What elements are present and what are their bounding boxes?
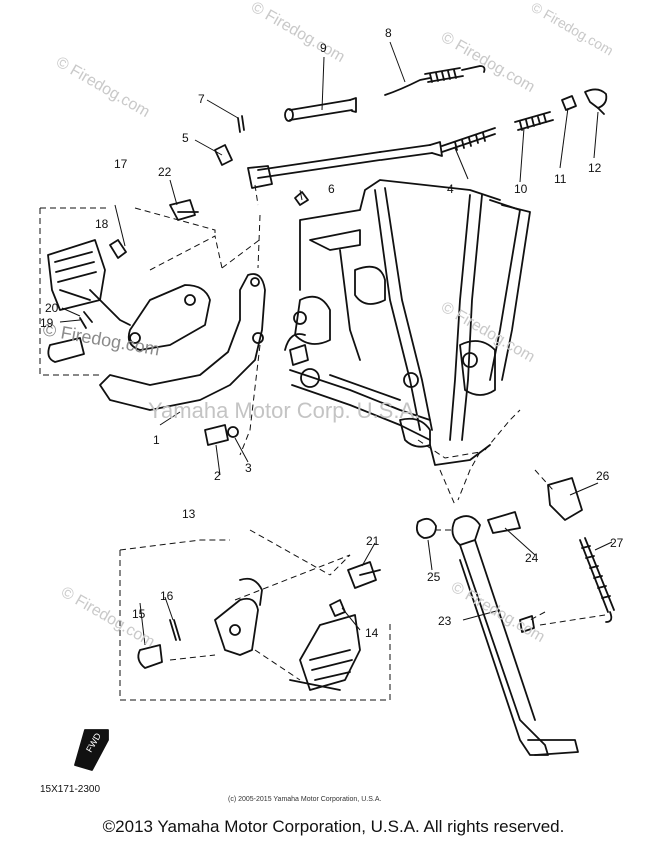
frame <box>284 179 531 466</box>
callout-9: 9 <box>320 41 327 55</box>
callout-18: 18 <box>95 217 109 231</box>
callout-1: 1 <box>153 433 160 447</box>
callout-13: 13 <box>182 507 196 521</box>
callouts: 9 8 7 5 6 4 10 11 12 17 22 18 20 19 1 2 … <box>40 26 624 640</box>
callout-20: 20 <box>45 301 59 315</box>
callout-2: 2 <box>214 469 221 483</box>
watermark-firedog: © Firedog.com <box>248 0 348 66</box>
callout-24: 24 <box>525 551 539 565</box>
brake-rod-assembly <box>247 65 608 189</box>
callout-16: 16 <box>160 589 174 603</box>
callout-14: 14 <box>365 626 379 640</box>
watermark-firedog: © Firedog.com <box>448 579 548 646</box>
watermark-firedog: © Firedog.com <box>438 29 538 96</box>
leader-lines <box>59 41 613 646</box>
small-copyright: (c) 2005-2015 Yamaha Motor Corporation, … <box>228 796 381 803</box>
footrest-assembly-upper <box>47 115 309 446</box>
callout-15: 15 <box>132 607 146 621</box>
callout-26: 26 <box>596 469 610 483</box>
callout-22: 22 <box>158 165 172 179</box>
fwd-arrow <box>74 729 109 771</box>
diagram-code: 15X171-2300 <box>40 784 100 795</box>
callout-5: 5 <box>182 131 189 145</box>
callout-25: 25 <box>427 570 441 584</box>
callout-11: 11 <box>554 172 567 186</box>
callout-12: 12 <box>588 161 602 175</box>
callout-19: 19 <box>40 316 54 330</box>
watermark-firedog: © Firedog.com <box>53 54 153 121</box>
watermark-firedog-dark: © Firedog.com <box>41 319 161 359</box>
callout-23: 23 <box>438 614 452 628</box>
watermark-firedog: © Firedog.com <box>529 0 617 59</box>
callout-27: 27 <box>610 536 624 550</box>
watermark-yamaha: Yamaha Motor Corp. U.S.A. <box>148 398 420 423</box>
footrest-assembly-lower <box>137 561 381 691</box>
side-stand <box>415 477 615 756</box>
callout-4: 4 <box>447 182 454 196</box>
callout-6: 6 <box>328 182 335 196</box>
callout-17: 17 <box>114 157 128 171</box>
callout-10: 10 <box>514 182 528 196</box>
dashed-boxes <box>39 184 606 701</box>
callout-3: 3 <box>245 461 252 475</box>
callout-7: 7 <box>198 92 205 106</box>
callout-8: 8 <box>385 26 392 40</box>
watermark-firedog: © Firedog.com <box>438 299 538 366</box>
callout-21: 21 <box>366 534 380 548</box>
copyright-footer: ©2013 Yamaha Motor Corporation, U.S.A. A… <box>102 817 565 836</box>
